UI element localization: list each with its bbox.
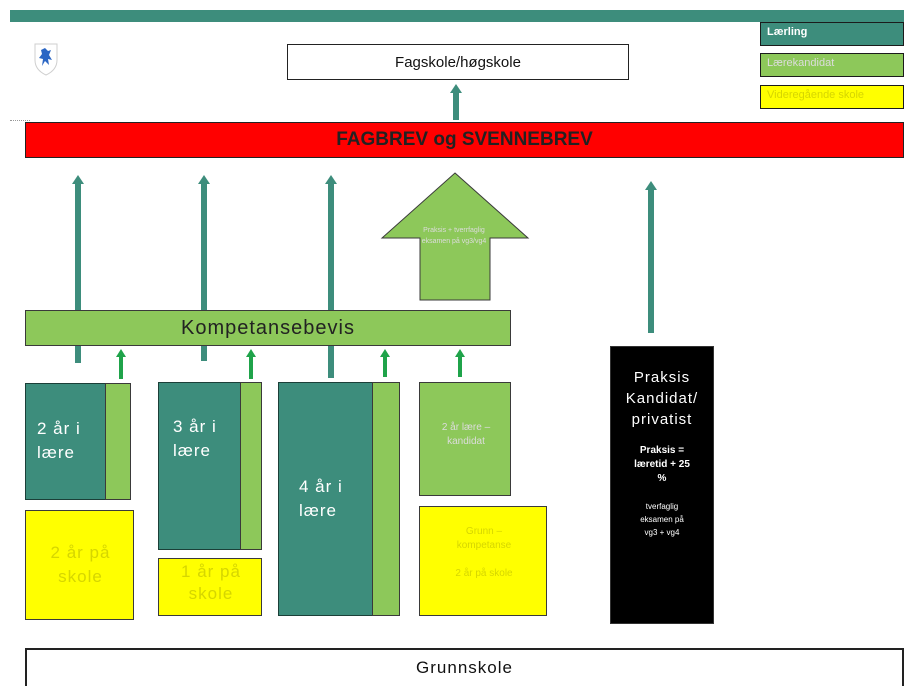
big-up-arrow-icon [380, 172, 530, 301]
arrow-shaft [119, 357, 123, 379]
coat-of-arms-logo [33, 42, 59, 76]
arrow-up-icon [455, 349, 465, 357]
three-year-skole-box: 1 år på skole [158, 558, 262, 616]
arrow-shaft [648, 189, 654, 333]
legend-videregaende-skole: Videregående skole [760, 85, 904, 109]
praksis-exam: tverfaglig eksamen på vg3 + vg4 [640, 502, 684, 537]
four-year-laere-box: 4 år i lære [278, 382, 374, 616]
two-year-skole-label: 2 år på skole [50, 543, 111, 586]
two-year-skole-box: 2 år på skole [25, 510, 134, 620]
three-year-skole-label: 1 år på skole [181, 562, 241, 603]
praksis-title: Praksis Kandidat/ privatist [625, 369, 699, 428]
arrow-up-icon [198, 175, 210, 184]
legend-laerekandidat: Lærekandidat [760, 53, 904, 77]
three-year-kandidat-strip [240, 382, 262, 550]
kandidat-skole-box: Grunn – kompetanse 2 år på skole [419, 506, 547, 616]
four-year-laere-label: 4 år i lære [299, 477, 343, 520]
kandidat-skole-label: Grunn – kompetanse 2 år på skole [455, 526, 513, 579]
big-arrow-text: Praksis + tverrfaglig eksamen på vg3/vg4 [421, 227, 487, 245]
arrow-up-icon [325, 175, 337, 184]
grunnskole-label: Grunnskole [416, 658, 513, 677]
two-year-laere-box: 2 år i lære [25, 383, 107, 500]
arrow-up-icon [72, 175, 84, 184]
kandidat-laere-label: 2 år lære – kandidat [441, 422, 491, 447]
two-year-laere-label: 2 år i lære [37, 419, 81, 462]
arrow-up-icon [645, 181, 657, 190]
three-year-laere-label: 3 år i lære [173, 417, 217, 460]
fagskole-label: Fagskole/høgskole [395, 53, 521, 71]
arrow-shaft [75, 183, 81, 363]
arrow-up-icon [450, 84, 462, 93]
arrow-shaft [328, 183, 334, 378]
dotted-divider [10, 120, 30, 121]
arrow-up-icon [246, 349, 256, 357]
fagbrev-label: FAGBREV og SVENNEBREV [336, 129, 593, 150]
arrow-shaft [249, 357, 253, 379]
grunnskole-bar: Grunnskole [25, 648, 904, 686]
arrow-shaft [201, 183, 207, 361]
two-year-kandidat-strip [105, 383, 131, 500]
arrow-shaft [453, 92, 459, 120]
praksis-kandidat-box: Praksis Kandidat/ privatist Praksis = læ… [610, 346, 714, 624]
kompetansebevis-bar: Kompetansebevis [25, 310, 511, 346]
kandidat-laere-box: 2 år lære – kandidat [419, 382, 511, 496]
arrow-up-icon [116, 349, 126, 357]
legend-laerling: Lærling [760, 22, 904, 46]
kompetansebevis-label: Kompetansebevis [181, 316, 355, 339]
top-stripe [10, 10, 904, 22]
praksis-rule: Praksis = læretid + 25 % [634, 445, 690, 484]
arrow-up-icon [380, 349, 390, 357]
fagskole-box: Fagskole/høgskole [287, 44, 629, 80]
four-year-kandidat-strip [372, 382, 400, 616]
arrow-shaft [458, 357, 462, 377]
three-year-laere-box: 3 år i lære [158, 382, 242, 550]
arrow-shaft [383, 357, 387, 377]
fagbrev-banner: FAGBREV og SVENNEBREV [25, 122, 904, 158]
